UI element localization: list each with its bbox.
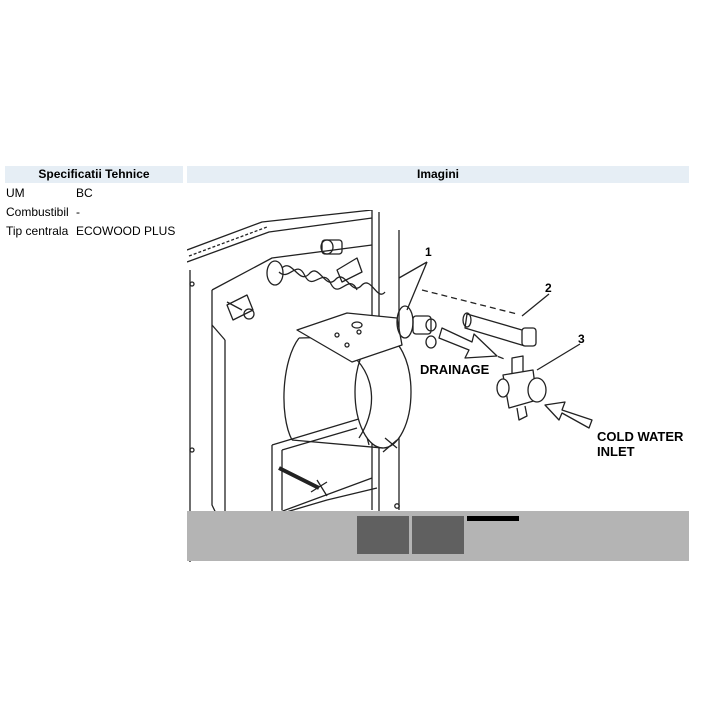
callout-2: 2 <box>545 281 552 295</box>
spec-value: BC <box>76 186 93 200</box>
inlet-label: INLET <box>597 444 635 459</box>
images-column-header: Imagini <box>187 166 689 183</box>
gallery-active-indicator <box>467 516 519 521</box>
spec-key: Combustibil <box>6 205 69 219</box>
callout-3: 3 <box>578 332 585 346</box>
spec-key: Tip centrala <box>6 224 69 238</box>
gallery-thumbnail-1[interactable] <box>357 516 409 554</box>
spec-value: ECOWOOD PLUS <box>76 224 176 238</box>
drainage-label: DRAINAGE <box>420 362 490 377</box>
spec-key: UM <box>6 186 25 200</box>
gallery-thumbnail-2[interactable] <box>412 516 464 554</box>
boiler-drawing: 1 2 3 DRAINAGE COLD WATER INLET <box>187 210 689 562</box>
callout-1: 1 <box>425 245 432 259</box>
spec-value: - <box>76 205 80 219</box>
cold-water-label: COLD WATER <box>597 429 684 444</box>
boiler-diagram-image[interactable]: 1 2 3 DRAINAGE COLD WATER INLET <box>187 210 689 562</box>
spec-column-header: Specificatii Tehnice <box>5 166 183 183</box>
